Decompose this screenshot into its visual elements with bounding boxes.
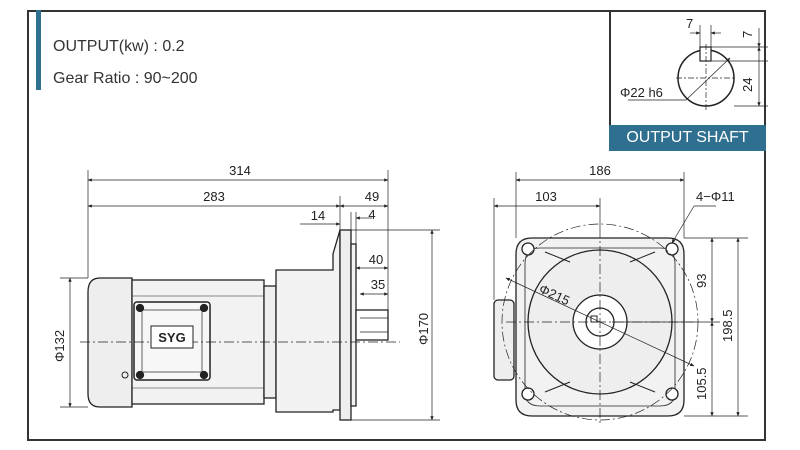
brand-label: SYG <box>158 330 185 345</box>
shaft-section <box>628 25 768 110</box>
front-half-width-label: 103 <box>535 189 557 204</box>
key-length-label: 35 <box>371 277 385 292</box>
flange-diameter-label: Φ170 <box>416 313 431 345</box>
front-width-label: 186 <box>589 163 611 178</box>
flange-front-view <box>493 237 685 417</box>
mounting-holes-label: 4−Φ11 <box>696 189 735 204</box>
total-height-label: 198.5 <box>720 309 735 342</box>
output-spec: OUTPUT(kw) : 0.2 <box>53 38 185 55</box>
gap-label: 4 <box>368 207 375 222</box>
shaft-key-width-label: 7 <box>686 16 693 31</box>
brand-badge <box>150 325 194 349</box>
title-accent-bar <box>36 10 41 90</box>
output-shaft-label: OUTPUT SHAFT <box>609 125 766 151</box>
body-length-label: 283 <box>203 189 225 204</box>
upper-height-label: 93 <box>694 274 709 288</box>
flange-to-end-label: 49 <box>365 189 379 204</box>
motor-diameter-label: Φ132 <box>52 330 67 362</box>
lower-height-label: 105.5 <box>694 367 709 400</box>
shaft-length-label: 40 <box>369 252 383 267</box>
motor-side-view <box>87 229 389 421</box>
side-view-dimensions <box>60 170 440 421</box>
shaft-diameter-label: Φ22 h6 <box>620 85 663 100</box>
overall-length-label: 314 <box>229 163 251 178</box>
shaft-height-label: 24 <box>740 78 755 92</box>
shaft-key-depth-label: 7 <box>740 31 755 38</box>
front-view-dimensions <box>493 172 748 417</box>
flange-thickness-label: 14 <box>311 208 325 223</box>
gear-ratio-spec: Gear Ratio : 90~200 <box>53 70 198 87</box>
